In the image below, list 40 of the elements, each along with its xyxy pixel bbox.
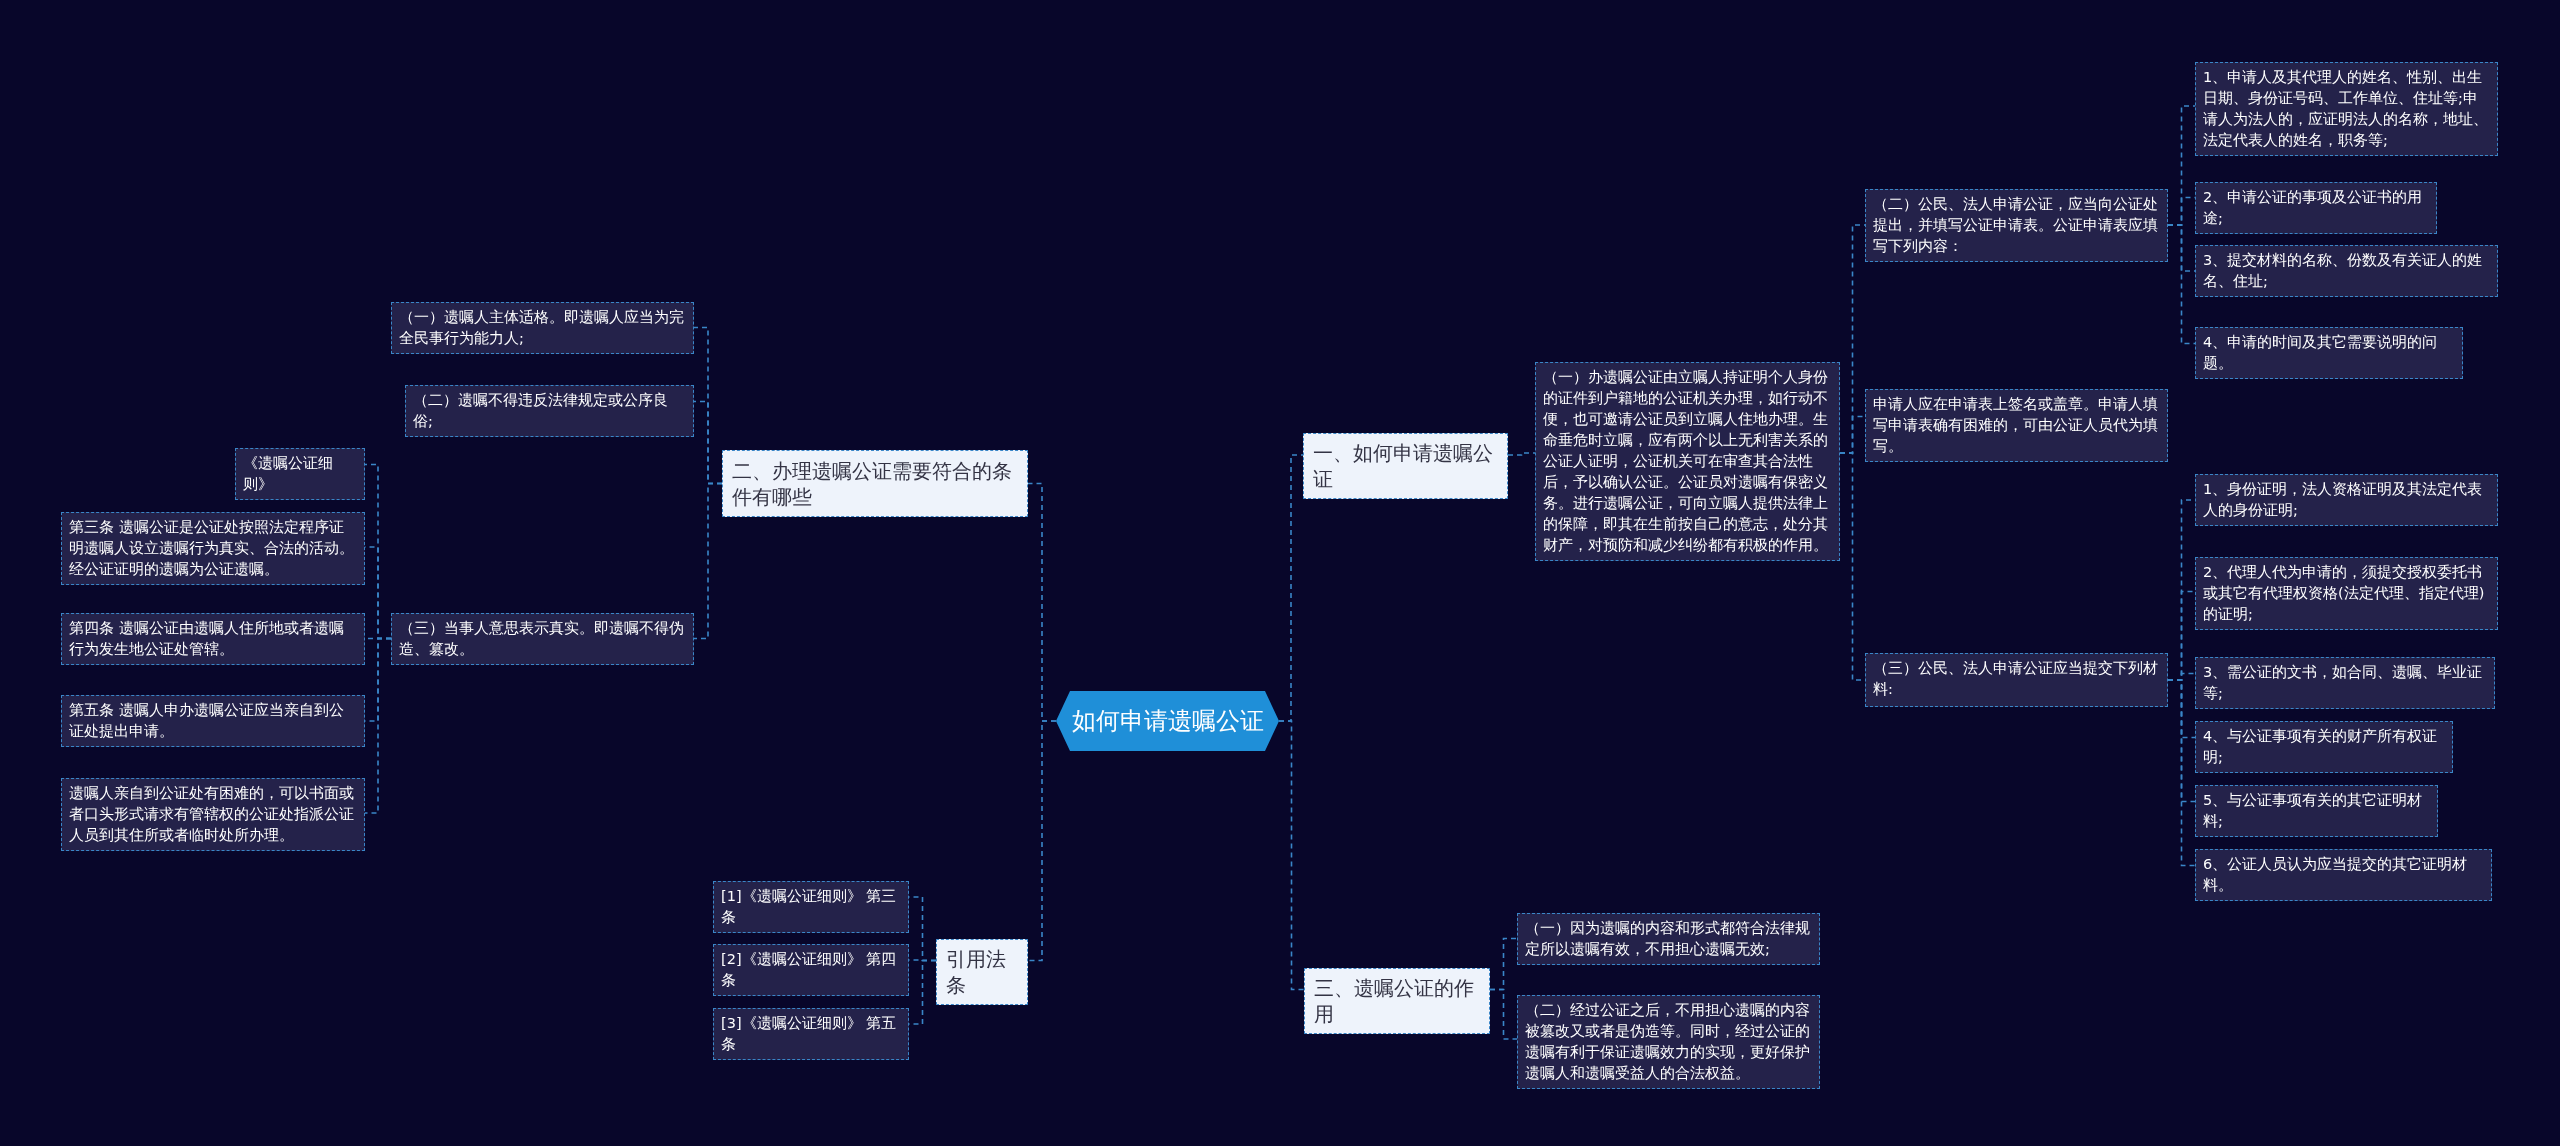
subtopic-box: （二）经过公证之后，不用担心遗嘱的内容被篡改又或者是伪造等。同时，经过公证的遗嘱有利于保证遗嘱效力的实现，更好保护遗嘱人和遗嘱受益人的合法权益。: [1517, 995, 1820, 1089]
subtopic-box: （一）办遗嘱公证由立嘱人持证明个人身份的证件到户籍地的公证机关办理，如行动不便，也可邀请公证员到立嘱人住地办理。生命垂危时立嘱，应有两个以上无利害关系的公证人证明，公证机关可在审查其合法性后，予以确认公证。公证员对遗嘱有保密义务。进行遗嘱公证，可向立嘱人提供法律上的保障，即其在生前按自己的意志，处分其财产，对预防和减少纠纷都有积极的作用。: [1535, 362, 1840, 561]
subtopic-box: 2、申请公证的事项及公证书的用途;: [2195, 182, 2437, 234]
subtopic-box: 4、申请的时间及其它需要说明的问题。: [2195, 327, 2463, 379]
subtopic-box: 1、身份证明，法人资格证明及其法定代表人的身份证明;: [2195, 474, 2498, 526]
connector-line: [1278, 720, 1305, 991]
subtopic-box: 第四条 遗嘱公证由遗嘱人住所地或者遗嘱行为发生地公证处管辖。: [61, 613, 365, 665]
connector-line: [693, 482, 723, 640]
subtopic-box: 1、申请人及其代理人的姓名、性别、出生日期、身份证号码、工作单位、住址等;申请人为法人的，应证明法人的名称，地址、法定代表人的姓名，职务等;: [2195, 62, 2498, 156]
subtopic-box: （二）公民、法人申请公证，应当向公证处提出，并填写公证申请表。公证申请表应填写下列内容：: [1865, 189, 2168, 262]
subtopic-box: [2]《遗嘱公证细则》 第四条: [713, 944, 909, 996]
central-topic: 如何申请遗嘱公证: [1056, 691, 1279, 751]
connector-line: [1507, 452, 1536, 456]
connector-line: [364, 637, 392, 814]
subtopic-box: （二）遗嘱不得违反法律规定或公序良俗;: [405, 385, 694, 437]
connector-line: [1489, 988, 1518, 1040]
subtopic-box: （三）当事人意思表示真实。即遗嘱不得伪造、篡改。: [391, 613, 694, 665]
connector-line: [1027, 720, 1057, 962]
topic-box: 引用法条: [936, 939, 1028, 1005]
subtopic-box: 第五条 遗嘱人申办遗嘱公证应当亲自到公证处提出申请。: [61, 695, 365, 747]
subtopic-box: 申请人应在申请表上签名或盖章。申请人填写申请表确有困难的，可由公证人员代为填写。: [1865, 389, 2168, 462]
subtopic-box: 遗嘱人亲自到公证处有困难的，可以书面或者口头形式请求有管辖权的公证处指派公证人员到其住所或者临时处所办理。: [61, 778, 365, 851]
connector-line: [2167, 224, 2196, 345]
subtopic-box: （一）遗嘱人主体适格。即遗嘱人应当为完全民事行为能力人;: [391, 302, 694, 354]
subtopic-box: 第三条 遗嘱公证是公证处按照法定程序证明遗嘱人设立遗嘱行为真实、合法的活动。经公证证明的遗嘱为公证遗嘱。: [61, 512, 365, 585]
connector-line: [2167, 679, 2196, 867]
topic-box: 三、遗嘱公证的作用: [1304, 968, 1490, 1034]
subtopic-box: （一）因为遗嘱的内容和形式都符合法律规定所以遗嘱有效，不用担心遗嘱无效;: [1517, 913, 1820, 965]
subtopic-box: [1]《遗嘱公证细则》 第三条: [713, 881, 909, 933]
topic-box: 二、办理遗嘱公证需要符合的条件有哪些: [722, 450, 1028, 517]
subtopic-box: 3、提交材料的名称、份数及有关证人的姓名、住址;: [2195, 245, 2498, 297]
subtopic-box: 《遗嘱公证细则》: [235, 448, 365, 500]
subtopic-box: 6、公证人员认为应当提交的其它证明材料。: [2195, 849, 2492, 901]
subtopic-box: 5、与公证事项有关的其它证明材料;: [2195, 785, 2438, 837]
subtopic-box: 4、与公证事项有关的财产所有权证明;: [2195, 721, 2453, 773]
topic-box: 一、如何申请遗嘱公证: [1303, 433, 1508, 499]
subtopic-box: [3]《遗嘱公证细则》 第五条: [713, 1008, 909, 1060]
subtopic-box: 2、代理人代为申请的，须提交授权委托书或其它有代理权资格(法定代理、指定代理)的证明;: [2195, 557, 2498, 630]
subtopic-box: （三）公民、法人申请公证应当提交下列材料:: [1865, 653, 2168, 707]
subtopic-box: 3、需公证的文书，如合同、遗嘱、毕业证等;: [2195, 657, 2495, 709]
